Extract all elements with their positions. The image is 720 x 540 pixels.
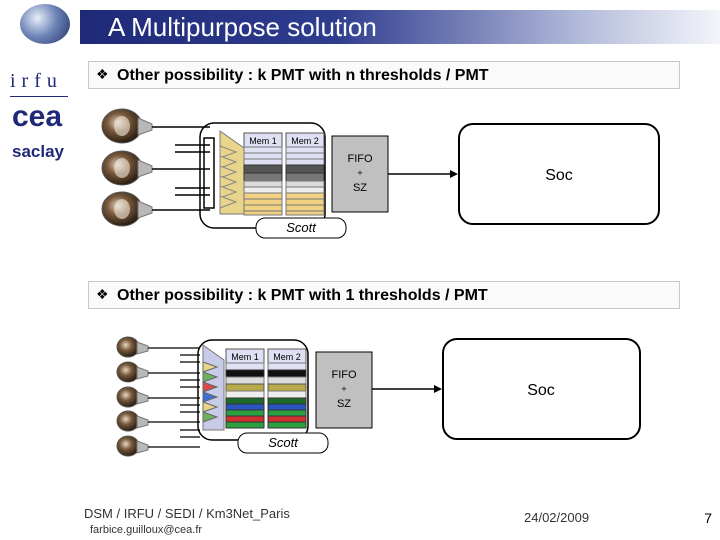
mem1-label-2: Mem 1 — [231, 352, 259, 362]
fifo-block-1 — [331, 135, 389, 213]
pmt-2-5-icon — [116, 435, 149, 457]
fifo-label-1-line2: + — [357, 168, 362, 178]
section1-heading-box: ❖ Other possibility : k PMT with n thres… — [88, 61, 680, 89]
soc-label-1: Soc — [545, 167, 573, 184]
pmt-1-2-icon — [101, 150, 153, 186]
fifo-label-1-line3: SZ — [353, 182, 367, 194]
soc-box-2 — [442, 338, 641, 440]
institute-logo — [20, 4, 70, 44]
scott-label-box-2 — [237, 432, 329, 454]
page-title: A Multipurpose solution — [108, 12, 377, 42]
page-number: 7 — [704, 510, 712, 526]
discriminators-2 — [202, 344, 225, 431]
pmt-wires-2 — [148, 347, 200, 448]
soc-label-2: Soc — [527, 382, 555, 399]
diamond-bullet-icon: ❖ — [96, 286, 109, 302]
irfu-underline — [10, 96, 68, 97]
diamond-bullet-icon: ❖ — [96, 66, 109, 82]
pmt-wires-1 — [152, 126, 215, 211]
soc-box-1 — [458, 123, 660, 225]
saclay-logo: saclay — [12, 142, 64, 161]
section2-heading: Other possibility : k PMT with 1 thresho… — [117, 287, 488, 304]
footer-date: 24/02/2009 — [524, 510, 590, 525]
fifo-label-2-line3: SZ — [337, 398, 351, 410]
mem2-block-2 — [267, 348, 307, 429]
mem1-block-2 — [225, 348, 265, 429]
pmt-2-1-icon — [116, 336, 149, 358]
fifo-label-2-line2: + — [341, 384, 346, 394]
mem2-label-2: Mem 2 — [273, 352, 301, 362]
mem1-block-1 — [243, 132, 283, 216]
irfu-logo: irfu — [10, 70, 63, 92]
pmt-2-2-icon — [116, 361, 149, 383]
pmt-1-1-icon — [101, 108, 153, 144]
pmt-1-3-icon — [101, 191, 153, 227]
mem2-block-1 — [285, 132, 325, 216]
mem2-label-1: Mem 2 — [291, 136, 319, 146]
mem1-label-1: Mem 1 — [249, 136, 277, 146]
footer-email: farbice.guilloux@cea.fr — [90, 524, 203, 536]
pmt-2-4-icon — [116, 410, 149, 432]
fifo-block-2 — [315, 351, 373, 429]
title-bar — [80, 10, 720, 44]
scott-label-2: Scott — [268, 435, 299, 450]
section1-heading: Other possibility : k PMT with n thresho… — [117, 67, 489, 84]
arrow-head-2 — [434, 385, 442, 393]
fifo-label-1-line1: FIFO — [347, 153, 372, 165]
pmt-2-3-icon — [116, 386, 149, 408]
arrow-head-1 — [450, 170, 458, 178]
fifo-label-2-line1: FIFO — [331, 369, 356, 381]
cea-logo: cea — [12, 100, 63, 133]
section2-heading-box: ❖ Other possibility : k PMT with 1 thres… — [88, 281, 680, 309]
footer-org: DSM / IRFU / SEDI / Km3Net_Paris — [84, 506, 290, 521]
scott-label-box-1 — [255, 217, 347, 239]
scott-label-1: Scott — [286, 220, 317, 235]
